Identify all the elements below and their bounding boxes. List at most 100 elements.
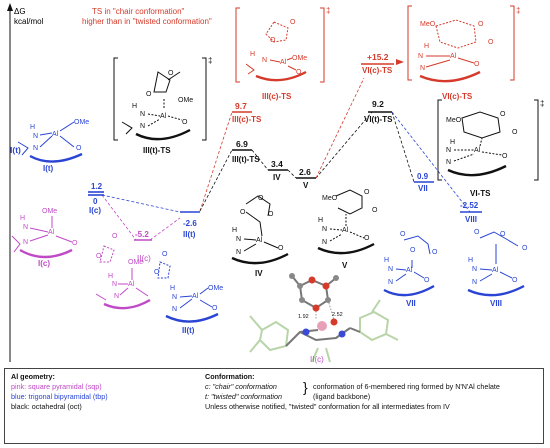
level-name: VIII bbox=[465, 215, 477, 224]
connector bbox=[287, 169, 297, 179]
legend-chair-text: "chair" conformation bbox=[212, 382, 277, 391]
atom-label: O bbox=[400, 231, 406, 238]
atom-label: OMe bbox=[42, 208, 57, 215]
level-name: VI(c)-TS bbox=[362, 66, 393, 75]
structure-label: VII bbox=[406, 299, 416, 308]
atom-label: N bbox=[262, 57, 267, 64]
atom-label: O bbox=[410, 247, 416, 254]
atom-label: O bbox=[512, 129, 518, 136]
structure-label: I(t) bbox=[43, 164, 54, 173]
atom-label: O bbox=[474, 229, 480, 236]
structure-label: I(c) bbox=[38, 259, 50, 268]
atom-label: Al bbox=[474, 147, 481, 154]
structure-label: II(t) bbox=[182, 326, 195, 335]
atom-label: OMe bbox=[178, 97, 193, 104]
connector bbox=[391, 111, 471, 213]
atom-label: H bbox=[30, 124, 35, 131]
atom-label: O bbox=[182, 119, 188, 126]
legend-twisted-text: "twisted" conformation bbox=[211, 392, 283, 401]
legend-geometry-title: Al geometry: bbox=[11, 372, 55, 381]
level-It: I(t) bbox=[10, 145, 21, 155]
atom-label: O bbox=[240, 209, 246, 216]
atom-label: N bbox=[388, 266, 393, 273]
level-value: 3.4 bbox=[271, 159, 283, 169]
atom-label: H bbox=[170, 285, 175, 292]
level-name: II(c) bbox=[137, 254, 151, 263]
atom-label: O bbox=[424, 277, 430, 284]
level-value: -2.6 bbox=[183, 219, 197, 228]
atom-label: H bbox=[468, 257, 473, 264]
structure-label: VI-TS bbox=[470, 189, 491, 198]
legend-chair-prefix: c: bbox=[205, 382, 213, 391]
level-value: 9.7 bbox=[235, 101, 247, 111]
structure-VII: O O O H N Al N O VII bbox=[383, 231, 438, 308]
connector bbox=[315, 111, 373, 179]
connector bbox=[101, 194, 181, 213]
connector bbox=[149, 217, 181, 241]
atom-label: O bbox=[278, 245, 284, 252]
atom-label: O bbox=[502, 153, 508, 160]
level-Ic: 0 I(c) bbox=[88, 194, 104, 215]
level-IIItTS: 6.9 III(t)-TS bbox=[232, 139, 260, 164]
level-value: 0 bbox=[93, 197, 98, 206]
axis-delta-g: ΔG bbox=[14, 7, 26, 16]
level-IV: 3.4 IV bbox=[268, 159, 288, 182]
distance-label: 1.92 bbox=[298, 314, 309, 320]
connector bbox=[391, 111, 415, 183]
atom-label: N bbox=[420, 65, 425, 72]
legend-conformation: Conformation: c: "chair" conformation } … bbox=[205, 372, 541, 412]
ts-mark: ‡ bbox=[516, 6, 520, 15]
legend-geometry-oct: black: octahedral (oct) bbox=[11, 402, 82, 411]
legend-geometry: Al geometry: pink: square pyramidal (sqp… bbox=[11, 372, 201, 412]
connector bbox=[199, 111, 233, 212]
atom-label: N bbox=[322, 239, 327, 246]
legend-twisted-prefix: t: bbox=[205, 392, 211, 401]
atom-label: O bbox=[500, 231, 506, 238]
atom-label: O bbox=[372, 207, 378, 214]
level-value: +15.2 bbox=[367, 52, 389, 62]
atom-label: H bbox=[250, 51, 255, 58]
level-name: III(c)-TS bbox=[232, 115, 262, 124]
legend-conformation-twisted: t: "twisted" conformation (ligand backbo… bbox=[205, 392, 541, 402]
atom-label: Al bbox=[342, 227, 349, 234]
legend-conformation-note: conformation of 6-membered ring formed b… bbox=[313, 382, 500, 391]
connector bbox=[101, 194, 137, 241]
atom-label: MeO bbox=[420, 21, 436, 28]
atom-label: H bbox=[384, 257, 389, 264]
level-1-2: 1.2 bbox=[88, 182, 104, 193]
atom-c bbox=[325, 297, 331, 303]
atom-n bbox=[338, 330, 346, 338]
atom-label: O bbox=[146, 91, 152, 98]
atom-label: N bbox=[23, 224, 28, 231]
atom-label: Al bbox=[406, 267, 413, 274]
level-V: 2.6 V bbox=[296, 167, 316, 190]
atom-label: H bbox=[108, 273, 113, 280]
structure-IIc: O O H N Al N OMe bbox=[95, 233, 151, 310]
atom-label: N bbox=[446, 159, 451, 166]
atom-label: N bbox=[322, 226, 327, 233]
atom-label: N bbox=[472, 266, 477, 273]
atom-label: O bbox=[72, 240, 78, 247]
ts-mark: ‡ bbox=[540, 99, 544, 108]
connector bbox=[251, 149, 269, 171]
atom-label: OMe bbox=[208, 285, 223, 292]
level-VIt: 9.2 VI(t)-TS bbox=[364, 99, 393, 124]
structure-label: VIII bbox=[490, 299, 502, 308]
atom-al bbox=[317, 321, 327, 331]
structure-IIc-3d: 1.92 2.52 II(c) bbox=[249, 273, 399, 364]
atom-label: Al bbox=[48, 229, 55, 236]
atom-label: OMe bbox=[128, 259, 143, 266]
structure-It: H N Al N OMe O I(t) bbox=[17, 119, 89, 173]
structure-Ic: OMe H N Al N O I(c) bbox=[11, 208, 78, 268]
legend-conformation-note-2: (ligand backbone) bbox=[313, 392, 371, 401]
connector bbox=[199, 149, 233, 212]
atom-label: N bbox=[23, 239, 28, 246]
atom-o bbox=[308, 276, 316, 284]
level-value: 1.2 bbox=[91, 182, 103, 191]
arrow-right-icon bbox=[396, 59, 404, 65]
atom-label: H bbox=[318, 217, 323, 224]
atom-label: O bbox=[364, 189, 370, 196]
level-name: I(c) bbox=[89, 206, 101, 215]
atom-label: N bbox=[172, 306, 177, 313]
atom-label: O bbox=[96, 253, 102, 260]
